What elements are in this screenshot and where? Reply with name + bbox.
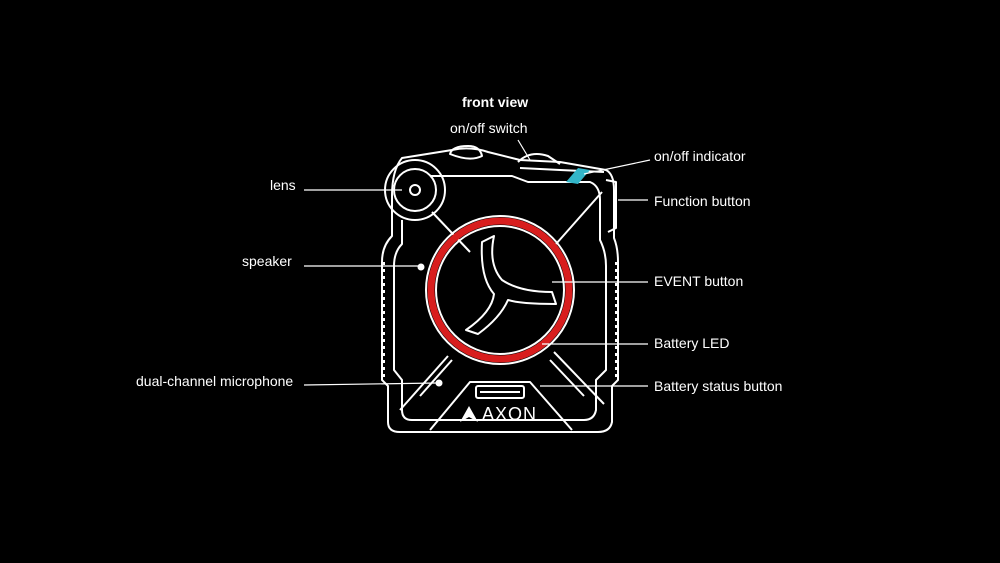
label-battery-status-button: Battery status button — [654, 378, 783, 394]
function-button — [605, 179, 617, 233]
camera-body-outline — [381, 147, 619, 433]
battery-status-button-housing — [429, 381, 573, 431]
leader-on-off-switch — [517, 139, 531, 161]
label-lens: lens — [270, 177, 296, 193]
label-speaker: speaker — [242, 253, 292, 269]
label-on-off-switch: on/off switch — [450, 120, 528, 136]
label-battery-led: Battery LED — [654, 335, 730, 351]
axon-logo-icon — [460, 406, 478, 422]
label-event-button: EVENT button — [654, 273, 744, 289]
brand-logo-text: AXON — [482, 404, 538, 424]
on-off-switch — [449, 145, 483, 160]
leader-microphone — [303, 382, 438, 386]
leader-on-off-indicator — [583, 159, 651, 175]
battery-led-ring — [427, 217, 573, 363]
speaker-port — [417, 263, 425, 271]
diagram-title: front view — [462, 94, 529, 110]
on-off-indicator-light — [566, 168, 590, 184]
lens — [409, 184, 421, 196]
label-function-button: Function button — [654, 193, 751, 209]
label-microphone: dual-channel microphone — [136, 373, 294, 389]
battery-status-button — [475, 385, 525, 399]
event-button — [425, 215, 575, 365]
label-on-off-indicator: on/off indicator — [654, 148, 746, 164]
microphone-port — [435, 379, 443, 387]
event-button-emblem — [465, 235, 557, 335]
